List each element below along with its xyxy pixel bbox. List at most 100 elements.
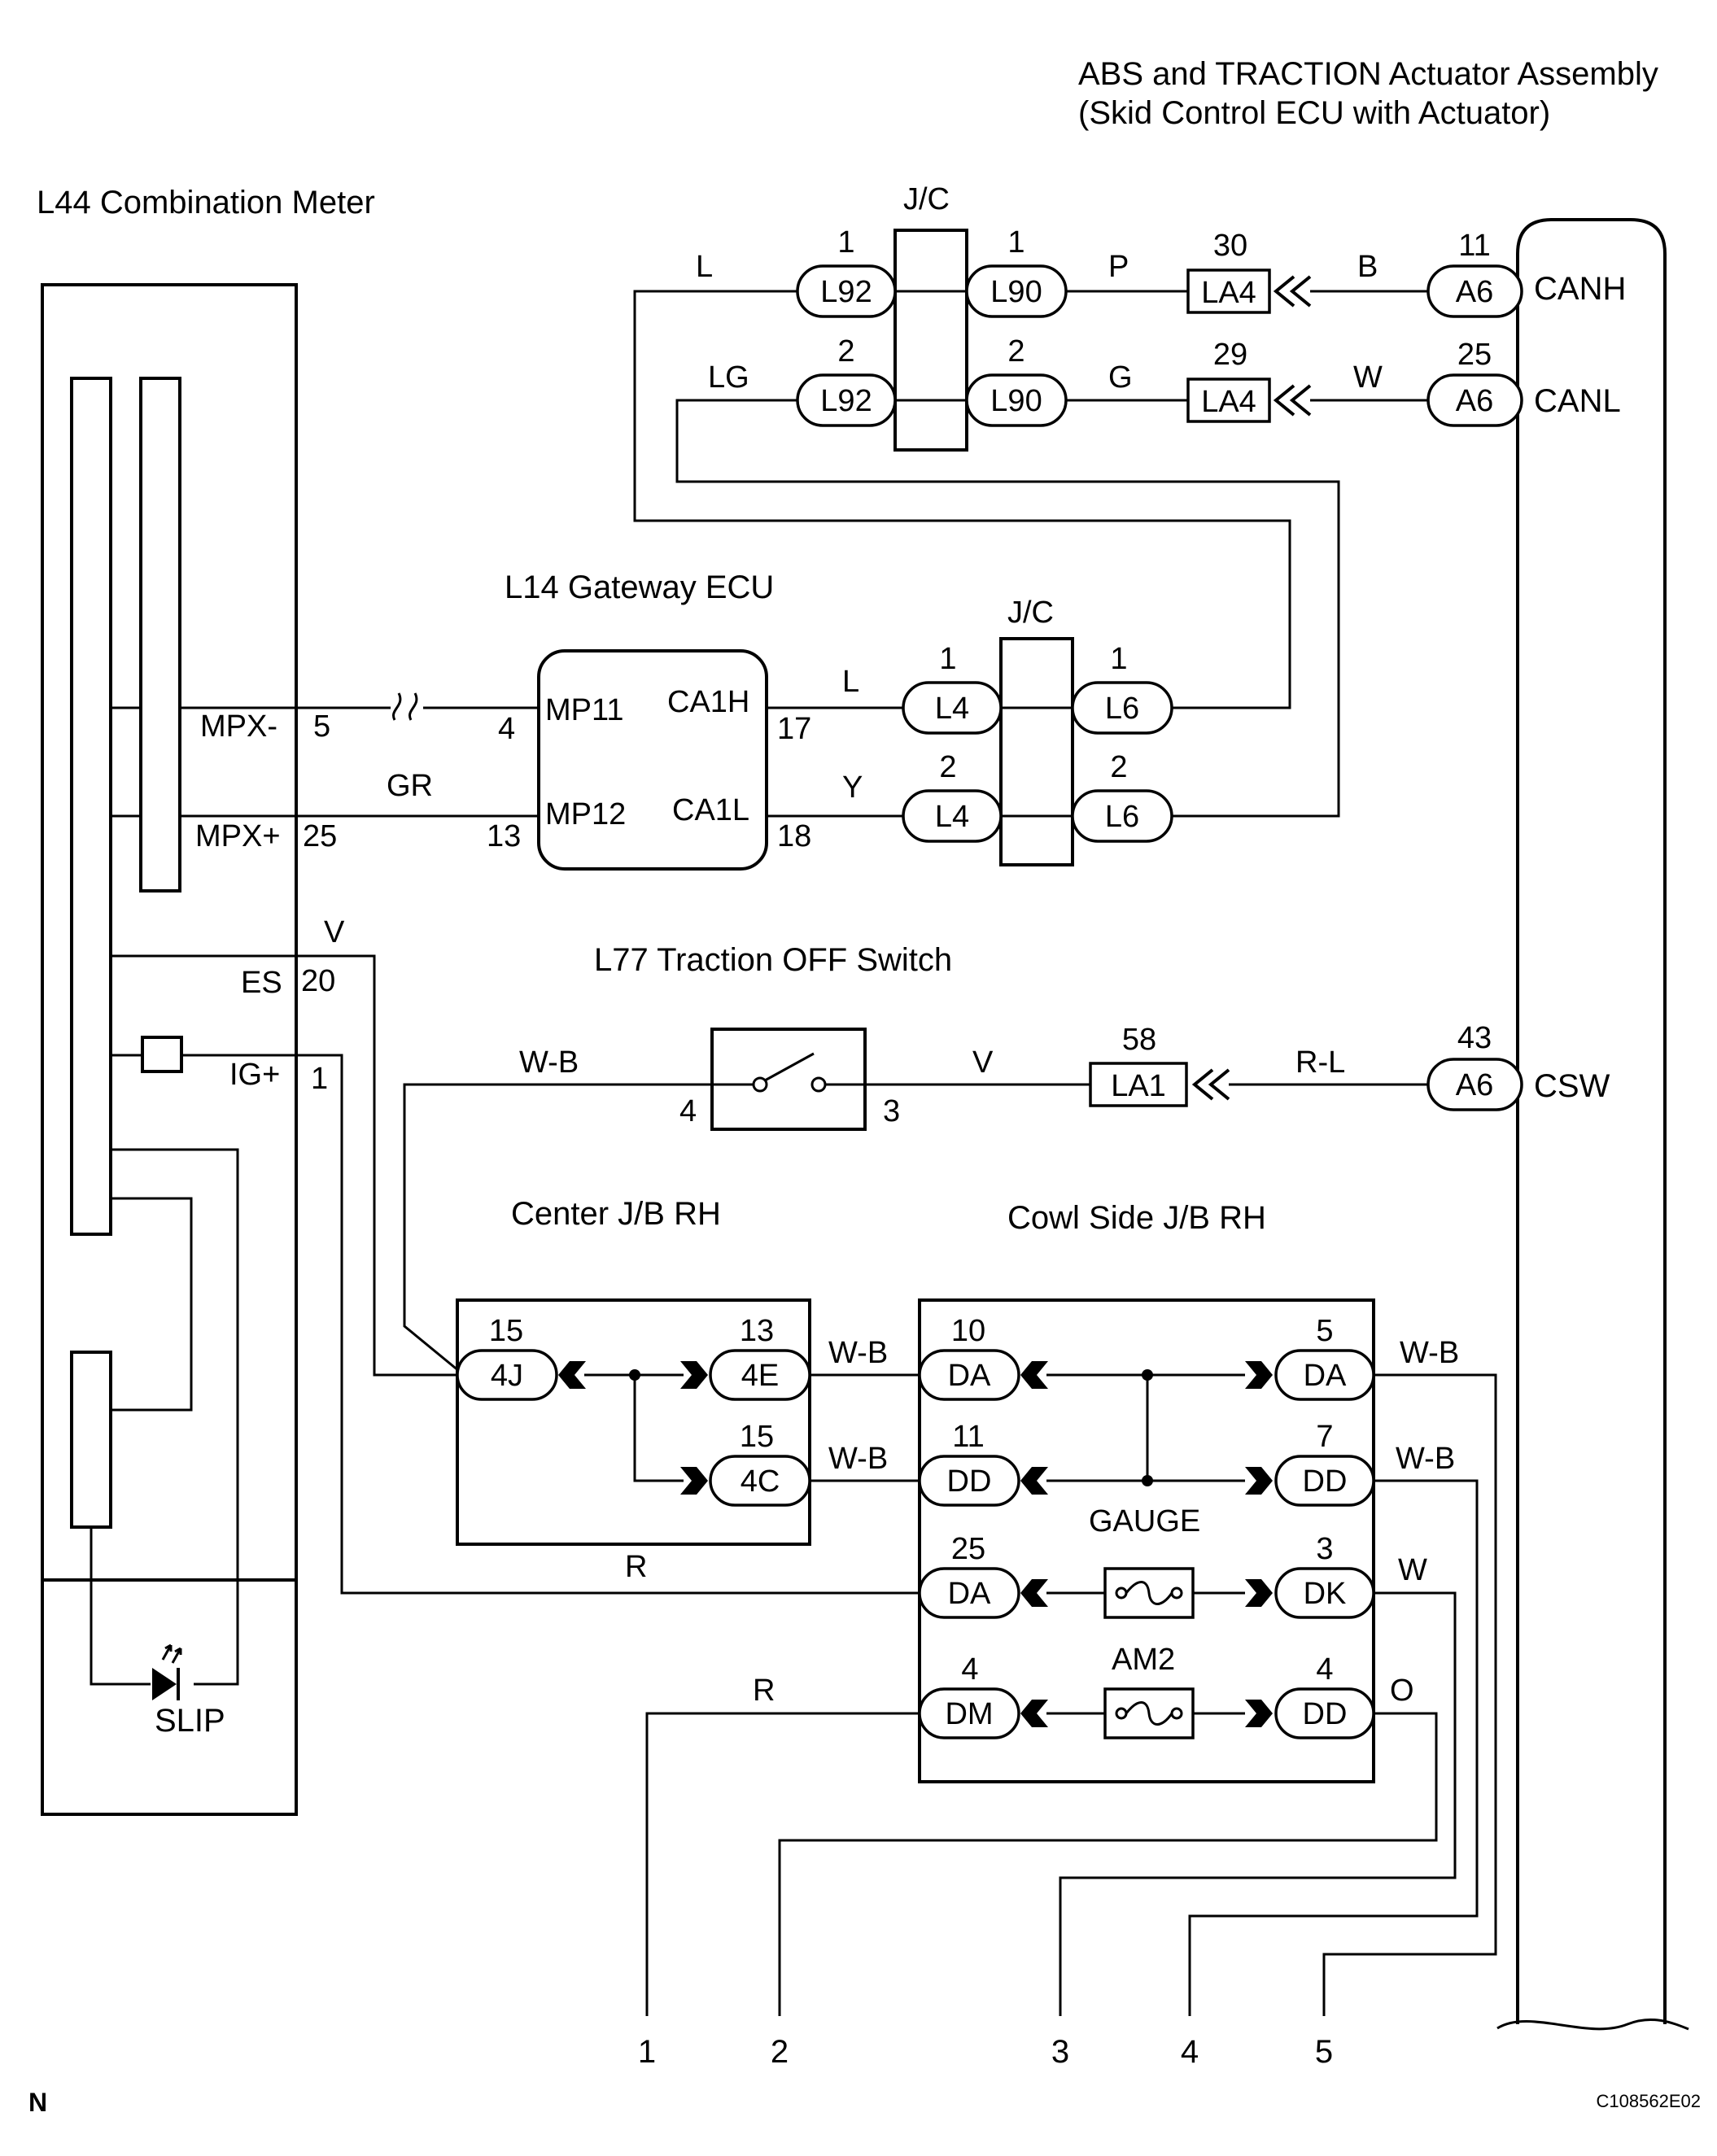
- connector-a6-11: [1426, 264, 1523, 318]
- cowl-chevron-dk3-icon: [1245, 1579, 1273, 1607]
- connector-la1-58: [1089, 1062, 1188, 1107]
- connector-da-10: [918, 1349, 1020, 1401]
- connector-l90-2-pin: 2: [1007, 334, 1025, 369]
- abs-title-line1: ABS and TRACTION Actuator Assembly: [1078, 56, 1658, 92]
- fuse-am2-icon: [1103, 1687, 1195, 1739]
- splice-break-icon: [392, 692, 418, 721]
- connector-dd-11: [918, 1455, 1020, 1507]
- connector-4e-13-pin: 13: [740, 1314, 774, 1348]
- wire-out-5: [1322, 1373, 1497, 2016]
- center-jb-chevron-4e-icon: [680, 1361, 708, 1389]
- connector-l6-1-pin: 1: [1110, 642, 1127, 676]
- connector-l4-2-pin: 2: [939, 750, 956, 784]
- connector-l4-1-label: L4: [935, 692, 969, 726]
- wire-label-lg-top: LG: [708, 360, 749, 395]
- gateway-pin-mp11-number: 4: [498, 712, 515, 746]
- output-label-4: 4: [1181, 2034, 1199, 2070]
- connector-dd-7-label: DD: [1303, 1464, 1348, 1499]
- connector-dm-4-pin: 4: [961, 1652, 978, 1687]
- wire-label-w-top: W: [1353, 360, 1383, 395]
- connector-a6-43-label: A6: [1456, 1068, 1493, 1102]
- meter-inner-bar-lower: [70, 1351, 112, 1529]
- connector-4e-13-label: 4E: [741, 1359, 779, 1393]
- la4-30-double-chevron-icon: [1274, 275, 1312, 308]
- output-label-3: 3: [1051, 2034, 1069, 2070]
- cowl-chevron-dd4-icon: [1245, 1700, 1273, 1727]
- connector-la4-29-pin: 29: [1213, 338, 1247, 372]
- connector-l90-2: [965, 373, 1068, 427]
- connector-da-25-label: DA: [948, 1577, 991, 1611]
- connector-l6-1: [1071, 681, 1173, 735]
- gateway-pin-ca1l-number: 18: [777, 819, 811, 853]
- output-label-2: 2: [771, 2034, 789, 2070]
- abs-actuator-body: [1516, 218, 1667, 2024]
- switch-pin-left: 4: [679, 1094, 697, 1128]
- wire-v-meter: [296, 954, 457, 1377]
- combination-meter-box: [41, 283, 298, 1816]
- connector-l92-1-pin: 1: [837, 225, 854, 260]
- wire-can-h-top: [633, 290, 1291, 709]
- wire-label-b: B: [1357, 250, 1378, 284]
- connector-l6-2-label: L6: [1105, 800, 1139, 834]
- center-jb-chevron-4j-icon: [558, 1361, 586, 1389]
- center-jb-title: Center J/B RH: [511, 1196, 721, 1232]
- connector-la4-29-label: LA4: [1201, 385, 1256, 419]
- wire-out-4: [1188, 1479, 1479, 2016]
- meter-pin-es: ES: [241, 966, 282, 1000]
- wire-label-wb-out5: W-B: [1400, 1336, 1459, 1370]
- connector-dm-4-label: DM: [945, 1697, 993, 1731]
- connector-da-5-pin: 5: [1316, 1314, 1333, 1348]
- connector-dd-11-pin: 11: [952, 1420, 984, 1454]
- meter-wire-slip: [90, 1527, 151, 1686]
- wire-label-y-mid: Y: [842, 770, 863, 805]
- connector-a6-43: [1426, 1058, 1523, 1111]
- slip-led-icon: [152, 1643, 182, 1700]
- cowl-jb-box: [918, 1298, 1375, 1783]
- wire-out-3: [1059, 1591, 1457, 2016]
- wire-can-l-top: [675, 399, 1340, 818]
- connector-4c-15-pin: 15: [740, 1420, 774, 1454]
- connector-4j-15-label: 4J: [491, 1359, 523, 1393]
- la4-29-double-chevron-icon: [1274, 384, 1312, 417]
- connector-l92-2-pin: 2: [837, 334, 854, 369]
- cowl-jb-junction-top: [1142, 1369, 1153, 1381]
- abs-actuator-break-line: [1496, 2018, 1689, 2031]
- connector-a6-11-label: A6: [1456, 275, 1493, 309]
- meter-pin-es-number: 20: [301, 964, 335, 998]
- wire-label-wb-4e: W-B: [828, 1336, 888, 1370]
- wire-label-r-dm: R: [753, 1674, 775, 1708]
- slip-label: SLIP: [155, 1703, 225, 1739]
- connector-l92-1: [796, 264, 897, 318]
- traction-switch-title: L77 Traction OFF Switch: [594, 942, 952, 978]
- abs-pin-csw: CSW: [1534, 1068, 1610, 1104]
- connector-l90-1-label: L90: [990, 275, 1042, 309]
- connector-l90-2-label: L90: [990, 384, 1042, 418]
- gateway-ecu-box: [537, 649, 768, 871]
- wire-label-p: P: [1108, 250, 1129, 284]
- cowl-chevron-da25-icon: [1020, 1579, 1048, 1607]
- gateway-pin-mp12-number: 13: [487, 819, 521, 853]
- wire-label-wb-out7: W-B: [1396, 1442, 1455, 1476]
- switch-pin-right: 3: [883, 1094, 900, 1128]
- center-jb-chevron-4c-icon: [680, 1467, 708, 1495]
- top-junction-connector: [893, 229, 968, 452]
- meter-pin-mpx-plus-number: 25: [303, 819, 337, 853]
- connector-a6-25: [1426, 373, 1523, 427]
- fuse-am2-label: AM2: [1112, 1643, 1175, 1677]
- output-label-5: 5: [1315, 2034, 1333, 2070]
- connector-4c-15-label: 4C: [741, 1464, 780, 1499]
- connector-dd-4-label: DD: [1303, 1697, 1348, 1731]
- wire-r-meter: [296, 1054, 920, 1595]
- wire-out-1: [645, 1712, 920, 2016]
- connector-la4-29: [1186, 378, 1271, 423]
- fuse-gauge-label: GAUGE: [1089, 1504, 1200, 1538]
- connector-la4-30-label: LA4: [1201, 276, 1256, 310]
- wire-label-o-dd: O: [1390, 1674, 1414, 1708]
- cowl-chevron-da10-icon: [1020, 1361, 1048, 1389]
- wire-label-gr: GR: [387, 769, 433, 803]
- gateway-title: L14 Gateway ECU: [505, 570, 774, 605]
- wire-label-r-meter: R: [625, 1550, 647, 1584]
- connector-l92-2-label: L92: [820, 384, 872, 418]
- connector-l4-2: [902, 789, 1003, 843]
